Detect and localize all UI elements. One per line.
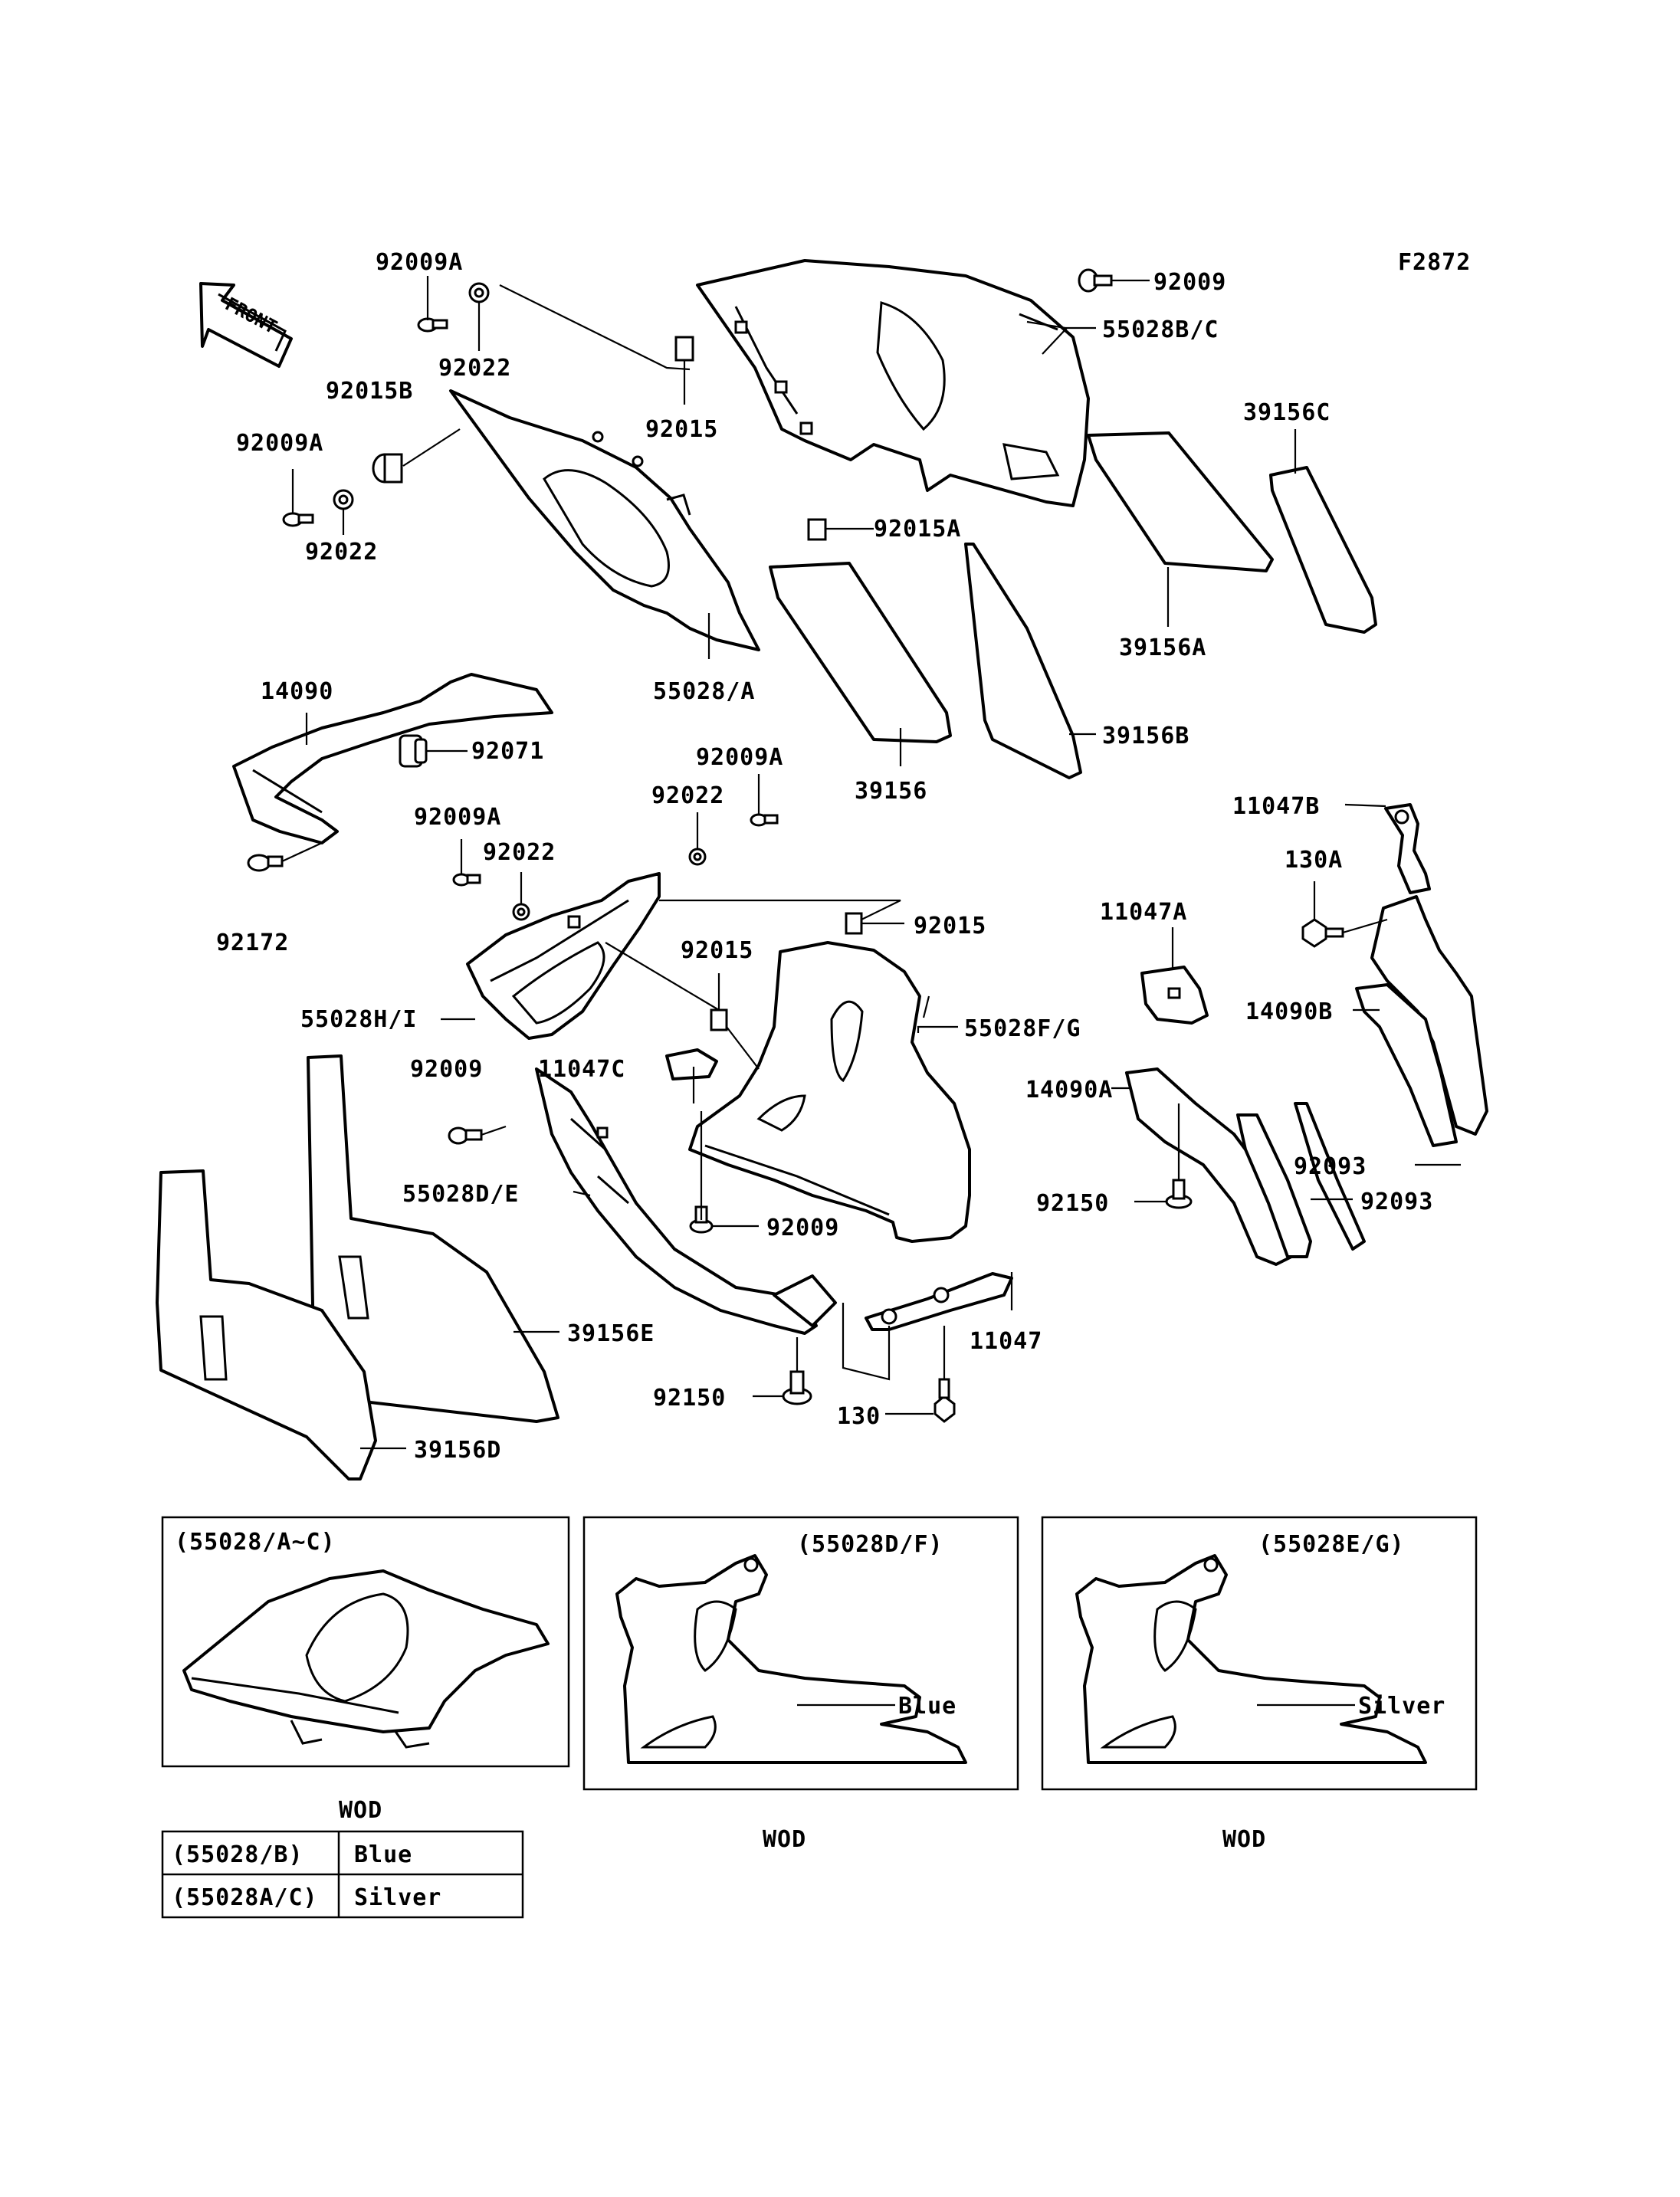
label-130A: 130A	[1285, 847, 1343, 874]
inset2-color-label: Blue	[898, 1693, 956, 1720]
label-55028BC: 55028B/C	[1102, 316, 1219, 343]
label-11047: 11047	[970, 1328, 1042, 1355]
inset3-caption: WOD	[1222, 1826, 1266, 1853]
part-39156D-pad	[156, 1169, 377, 1481]
label-92009-mid: 92009	[410, 1056, 483, 1083]
inset-55028-e-g: (55028E/G) Silver WOD	[1041, 1516, 1478, 1853]
label-39156: 39156	[855, 778, 927, 805]
color-table-row2-color: Silver	[354, 1884, 441, 1911]
label-39156E: 39156E	[567, 1320, 655, 1347]
label-92022-mid2: 92022	[651, 782, 724, 809]
label-92172: 92172	[216, 930, 289, 956]
label-92150-right: 92150	[1036, 1190, 1109, 1217]
label-92015A: 92015A	[874, 516, 961, 543]
inset-55028-a-c: (55028/A~C) WOD	[161, 1516, 570, 1824]
figure-code: F2872	[1398, 249, 1471, 276]
color-table-row1-color: Blue	[354, 1841, 412, 1868]
inset-55028-d-f: (55028D/F) Blue WOD	[582, 1516, 1019, 1853]
label-55028FG: 55028F/G	[964, 1015, 1081, 1042]
label-130: 130	[837, 1403, 881, 1430]
part-39156-pad	[769, 562, 952, 743]
part-55028BC-cowl	[696, 259, 1090, 507]
part-55028HI-duct	[466, 872, 661, 1040]
label-11047C: 11047C	[538, 1056, 625, 1083]
label-39156C: 39156C	[1243, 399, 1331, 426]
color-table-row1-part: (55028/B)	[172, 1841, 304, 1868]
part-14090B-stay	[1355, 895, 1488, 1147]
part-39156B-pad	[964, 543, 1082, 779]
label-11047A: 11047A	[1100, 899, 1187, 926]
label-92093-a: 92093	[1294, 1153, 1367, 1180]
part-55028A-cowl	[449, 389, 760, 651]
part-55028DE-cowl	[535, 1067, 837, 1335]
leader-lines	[281, 276, 1461, 1450]
label-92009A-mid2: 92009A	[696, 744, 783, 771]
label-92150-low: 92150	[653, 1385, 726, 1412]
label-92093-b: 92093	[1360, 1189, 1433, 1215]
label-92015B: 92015B	[326, 378, 413, 405]
part-14090A-stay	[1125, 1067, 1366, 1266]
part-14090-bracket	[232, 673, 553, 844]
label-92009A-mid: 92009A	[414, 804, 501, 831]
inset1-title: (55028/A~C)	[175, 1529, 336, 1556]
label-14090A: 14090A	[1025, 1077, 1113, 1103]
part-11047A-bracket	[1140, 966, 1209, 1025]
inset2-title: (55028D/F)	[797, 1531, 943, 1558]
part-39156A-pad	[1087, 431, 1274, 572]
label-14090: 14090	[261, 678, 333, 705]
part-11047B-bracket	[1384, 803, 1431, 894]
inset1-caption: WOD	[339, 1797, 382, 1824]
label-92022-left: 92022	[305, 539, 378, 566]
part-39156C-pad	[1269, 466, 1377, 634]
part-11047C-clip	[665, 1048, 718, 1080]
label-55028HI: 55028H/I	[300, 1006, 418, 1033]
label-14090B: 14090B	[1245, 998, 1333, 1025]
inset3-title: (55028E/G)	[1258, 1531, 1405, 1558]
color-table-row2-part: (55028A/C)	[172, 1884, 318, 1911]
label-92009-low: 92009	[766, 1215, 839, 1241]
label-39156D: 39156D	[414, 1437, 501, 1464]
inset2-caption: WOD	[763, 1826, 806, 1853]
label-92022-top: 92022	[438, 355, 511, 382]
label-39156A: 39156A	[1119, 635, 1206, 661]
label-55028A: 55028/A	[653, 678, 755, 705]
part-55028FG-cowl	[688, 941, 971, 1243]
label-92009A-left: 92009A	[236, 430, 323, 457]
color-table: (55028/B) Blue (55028A/C) Silver	[161, 1830, 524, 1919]
label-92022-mid: 92022	[483, 839, 556, 866]
label-39156B: 39156B	[1102, 723, 1189, 749]
part-labels: 92009A 92022 92015B 92009A 92022 92015 9…	[216, 249, 1433, 1464]
label-11047B: 11047B	[1232, 793, 1320, 820]
label-92009-top: 92009	[1153, 269, 1226, 296]
front-arrow-icon: FRONT	[199, 282, 293, 368]
label-92015-mid: 92015	[914, 913, 986, 939]
label-92015-mid2: 92015	[681, 937, 753, 964]
label-55028DE: 55028D/E	[402, 1181, 520, 1208]
label-92015-top: 92015	[645, 416, 718, 443]
label-92009A-top: 92009A	[376, 249, 463, 276]
inset3-color-label: Silver	[1358, 1693, 1445, 1720]
label-92071: 92071	[471, 738, 544, 765]
